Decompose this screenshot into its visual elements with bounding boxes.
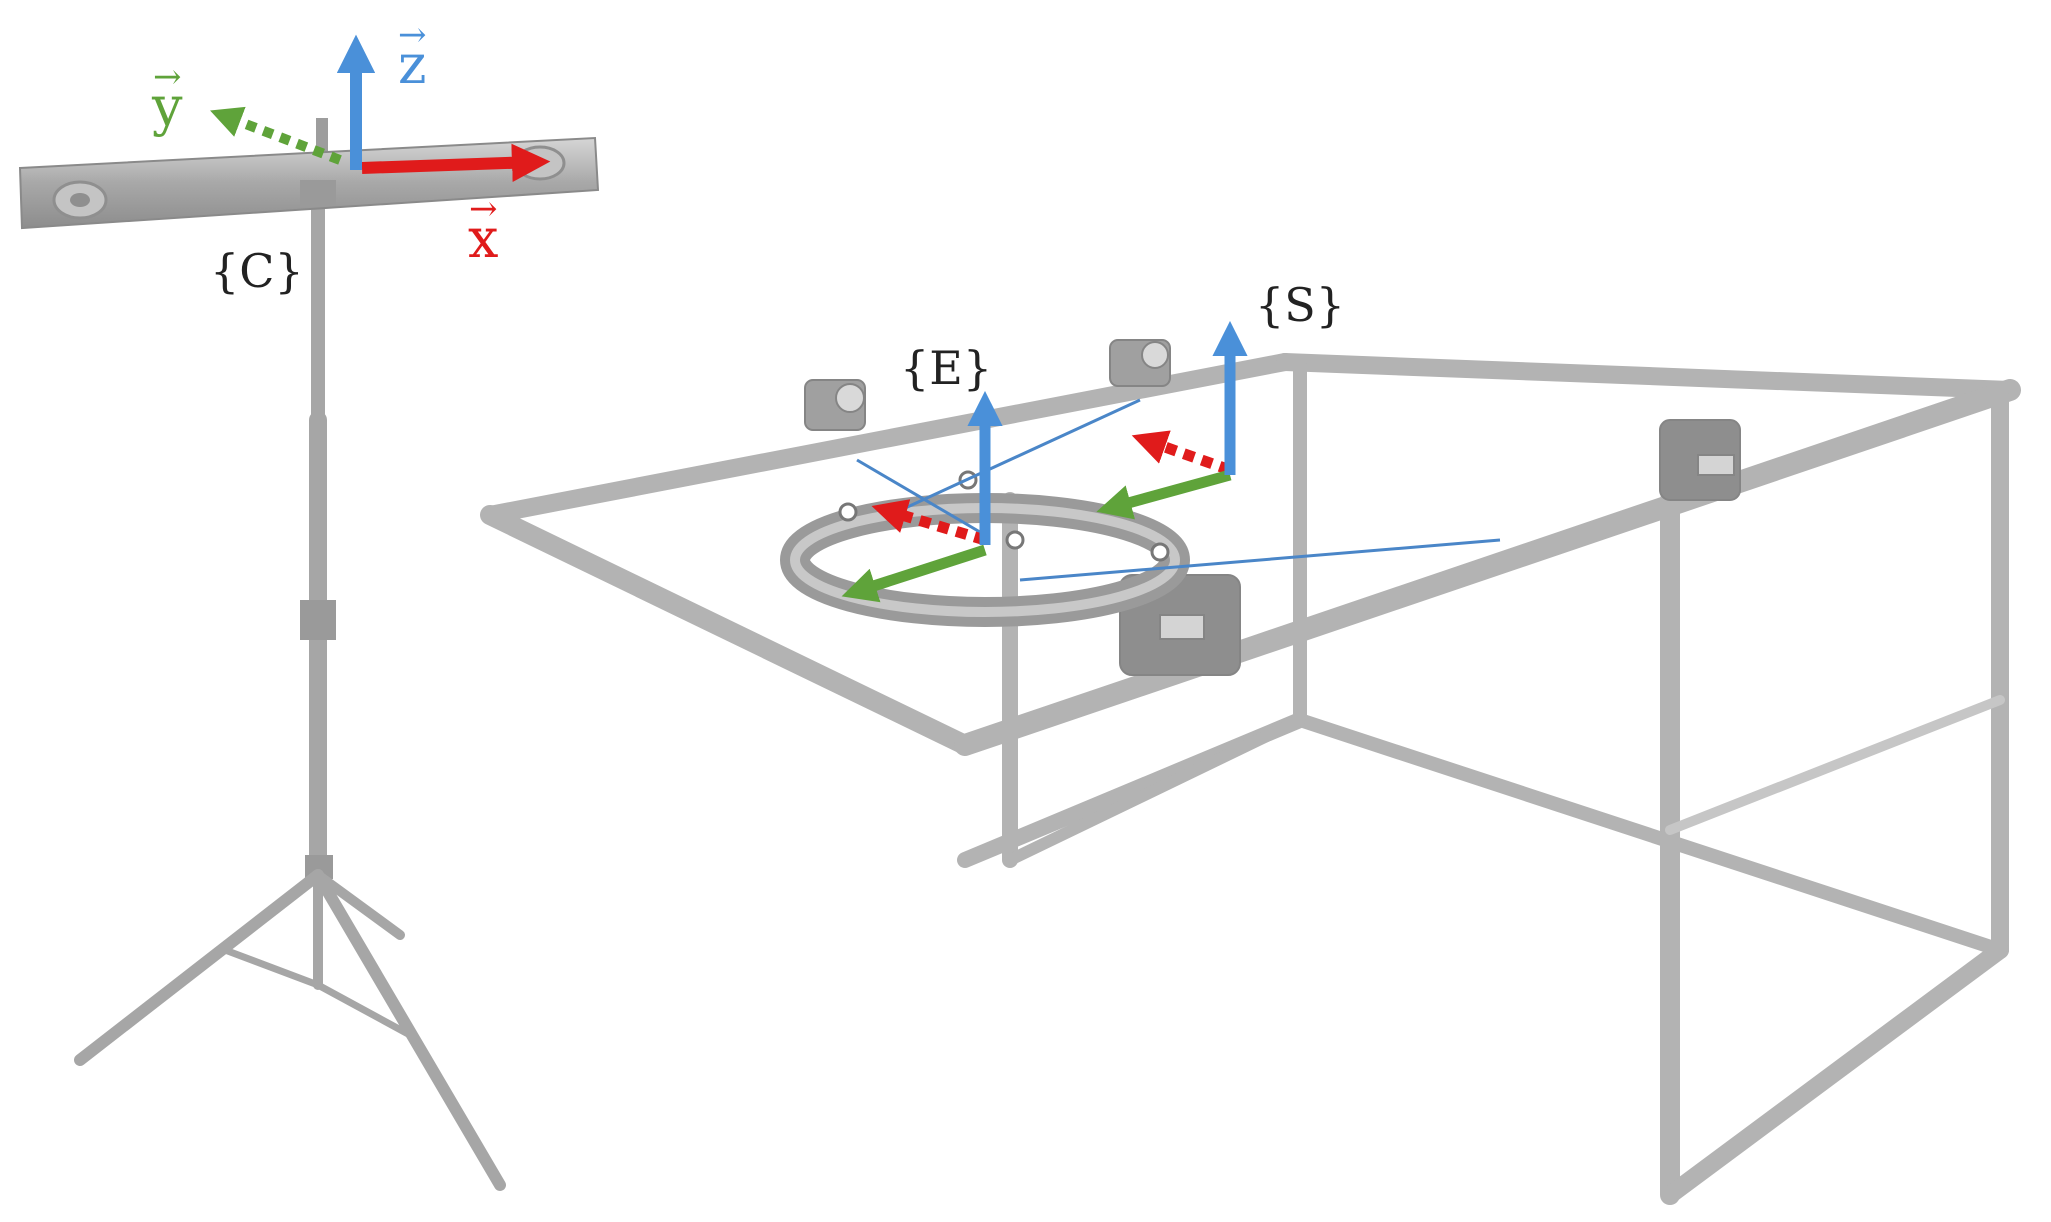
endoscope-frame-axes <box>841 390 1003 603</box>
camera-y-axis-arrow <box>210 106 342 165</box>
endoscope-y-axis-arrow <box>841 544 987 603</box>
x-vector-arrow: → <box>468 189 498 229</box>
x-symbol: x <box>468 207 499 270</box>
camera-frame-label: {C} <box>210 244 304 298</box>
camera-x-axis-arrow <box>361 143 551 182</box>
setup-frame-label: {S} <box>1255 278 1346 332</box>
aluminium-frame-icon <box>480 353 2021 1205</box>
y-vector-arrow: → <box>153 57 182 97</box>
z-axis-label: → z <box>398 18 427 92</box>
tracking-lines <box>856 398 1501 582</box>
tripod-stand-icon <box>74 188 506 1191</box>
x-axis-label: → x <box>468 192 498 266</box>
z-symbol: z <box>398 33 427 96</box>
setup-y-axis-arrow <box>1096 469 1232 520</box>
endoscope-frame-label: {E} <box>900 341 993 395</box>
camera-frame-axes <box>210 34 551 182</box>
z-vector-arrow: → <box>397 15 427 55</box>
optical-tracking-camera-icon <box>18 118 600 230</box>
y-axis-label: → y <box>152 60 183 134</box>
setup-frame-axes <box>1096 320 1248 520</box>
y-symbol: y <box>152 75 183 138</box>
setup-x-axis-arrow <box>1131 430 1232 476</box>
